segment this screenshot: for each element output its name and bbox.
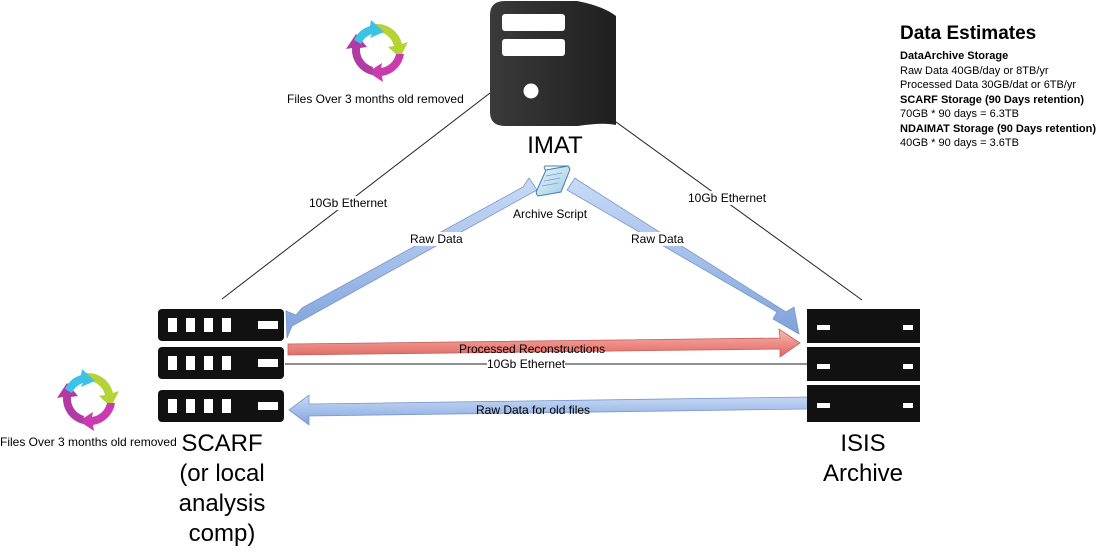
scarf-title-line: comp)	[188, 520, 256, 547]
data-estimates-title: Data Estimates	[900, 23, 1037, 44]
archive-server-icon	[805, 309, 922, 422]
rack-server-icon	[158, 309, 284, 422]
isis-title-line: ISIS	[840, 430, 886, 457]
isis-title: ISIS Archive	[803, 429, 923, 489]
tower-server-icon	[490, 1, 616, 126]
isis-title-line: Archive	[822, 460, 904, 487]
estimate-heading: DataArchive Storage	[900, 50, 1009, 62]
ethernet-label-left: 10Gb Ethernet	[309, 196, 388, 210]
estimate-heading: SCARF Storage (90 Days retention)	[900, 93, 1084, 106]
raw-data-label-right: Raw Data	[631, 232, 684, 246]
ethernet-label-right: 10Gb Ethernet	[688, 191, 767, 205]
estimate-value: Processed Data 30GB/dat or 6TB/yr	[900, 79, 1077, 91]
scarf-title-line: analysis	[178, 490, 266, 517]
recycle-cycle-icon	[57, 369, 119, 431]
estimate-value: 40GB * 90 days = 3.6TB	[900, 137, 1019, 149]
imat-title-text: IMAT	[527, 132, 583, 159]
estimate-heading: NDAIMAT Storage (90 Days retention)	[900, 122, 1096, 135]
recycle-cycle-icon	[346, 20, 408, 82]
processed-reconstructions-arrow	[287, 328, 801, 358]
scroll-icon	[535, 165, 571, 197]
raw-data-arrow-right	[566, 177, 800, 335]
scarf-title-line: (or local	[179, 460, 265, 487]
raw-old-files-label: Raw Data for old files	[476, 403, 591, 417]
raw-data-label-left: Raw Data	[410, 232, 463, 246]
processed-reconstructions-label: Processed Reconstructions	[459, 342, 606, 356]
files-removed-label-top: Files Over 3 months old removed	[287, 92, 464, 106]
imat-title: IMAT	[500, 131, 610, 161]
files-removed-label-bottom: Files Over 3 months old removed	[0, 435, 177, 449]
estimate-value: 70GB * 90 days = 6.3TB	[900, 108, 1019, 120]
scarf-title-line: SCARF	[181, 430, 263, 457]
estimate-value: Raw Data 40GB/day or 8TB/yr	[900, 64, 1049, 77]
raw-old-files-arrow	[288, 394, 810, 426]
scarf-title: SCARF (or local analysis comp)	[162, 429, 282, 549]
ethernet-label-bottom: 10Gb Ethernet	[487, 357, 566, 371]
archive-script-label: Archive Script	[513, 207, 588, 221]
